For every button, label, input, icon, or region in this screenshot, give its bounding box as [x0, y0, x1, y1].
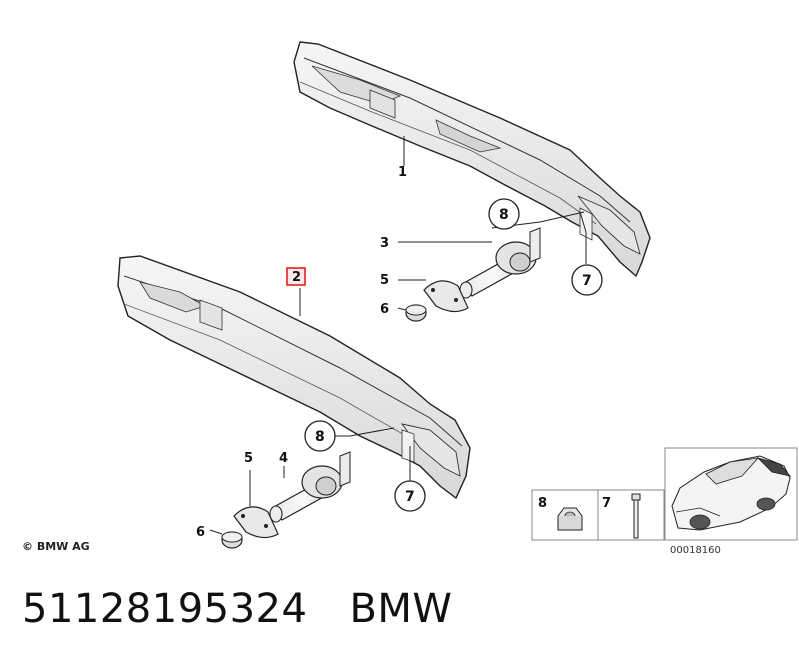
svg-text:3: 3 [380, 236, 389, 251]
callout-1: 1 [398, 165, 407, 180]
part-footer: 51128195324 BMW [22, 586, 452, 632]
bolt-icon [631, 493, 641, 539]
svg-text:1: 1 [398, 165, 407, 180]
upper-gasket[interactable] [423, 280, 469, 313]
callout-5-upper: 5 [380, 273, 389, 288]
fastener-legend: 8 7 00018160 [531, 447, 798, 556]
upper-bumper-carrier[interactable] [293, 41, 651, 278]
svg-text:8: 8 [499, 207, 509, 223]
svg-text:7: 7 [405, 489, 415, 505]
copyright-notice: © BMW AG [22, 540, 90, 553]
callout-6-upper: 6 [380, 302, 389, 317]
callout-6-lower: 6 [196, 525, 205, 540]
lower-gasket[interactable] [233, 506, 279, 539]
callout-4: 4 [279, 451, 288, 466]
callout-2-highlighted: 2 [286, 267, 306, 286]
svg-text:7: 7 [602, 496, 611, 511]
callout-7-upper: 7 [571, 264, 603, 296]
svg-text:8: 8 [315, 429, 325, 445]
callout-7-lower: 7 [394, 480, 426, 512]
svg-text:4: 4 [279, 451, 288, 466]
callout-3: 3 [380, 236, 389, 251]
svg-text:6: 6 [380, 302, 389, 317]
svg-text:5: 5 [244, 451, 253, 466]
callout-5-lower: 5 [244, 451, 253, 466]
car-location-icon [671, 455, 792, 531]
svg-text:5: 5 [380, 273, 389, 288]
upper-impact-absorber[interactable] [459, 227, 541, 299]
svg-text:6: 6 [196, 525, 205, 540]
svg-text:2: 2 [292, 270, 301, 285]
svg-text:7: 7 [582, 273, 592, 289]
hex-nut-icon [557, 507, 583, 531]
part-number: 51128195324 [22, 586, 308, 632]
brand-name: BMW [349, 586, 453, 632]
lower-impact-absorber[interactable] [269, 451, 351, 523]
callout-8-lower: 8 [304, 420, 336, 452]
svg-text:8: 8 [538, 496, 547, 511]
callout-8-upper: 8 [488, 198, 520, 230]
lower-cap-nut[interactable] [221, 531, 243, 549]
upper-cap-nut[interactable] [405, 304, 427, 322]
svg-text:00018160: 00018160 [670, 545, 721, 556]
lower-bumper-carrier[interactable] [117, 255, 471, 500]
